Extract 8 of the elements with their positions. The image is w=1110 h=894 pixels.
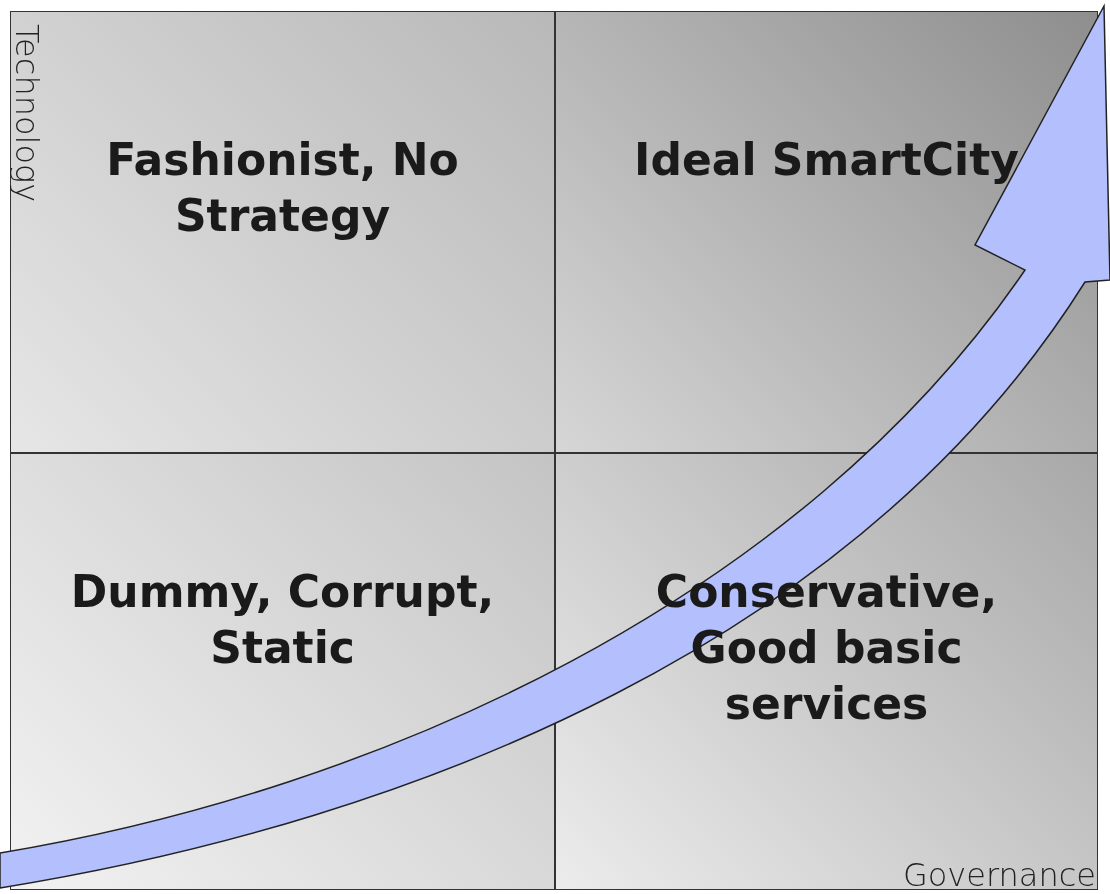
quadrant-panel (10, 11, 555, 453)
quadrant-panel (555, 453, 1098, 890)
quadrant-label: Fashionist, No Strategy (105, 133, 460, 243)
quadrant-label: Dummy, Corrupt, Static (69, 565, 496, 675)
quadrant-panel (10, 453, 555, 890)
quadrant-label: Ideal SmartCity (633, 133, 1020, 187)
axis-label: Governance (902, 856, 1096, 894)
axis-label: Technology (8, 24, 46, 203)
